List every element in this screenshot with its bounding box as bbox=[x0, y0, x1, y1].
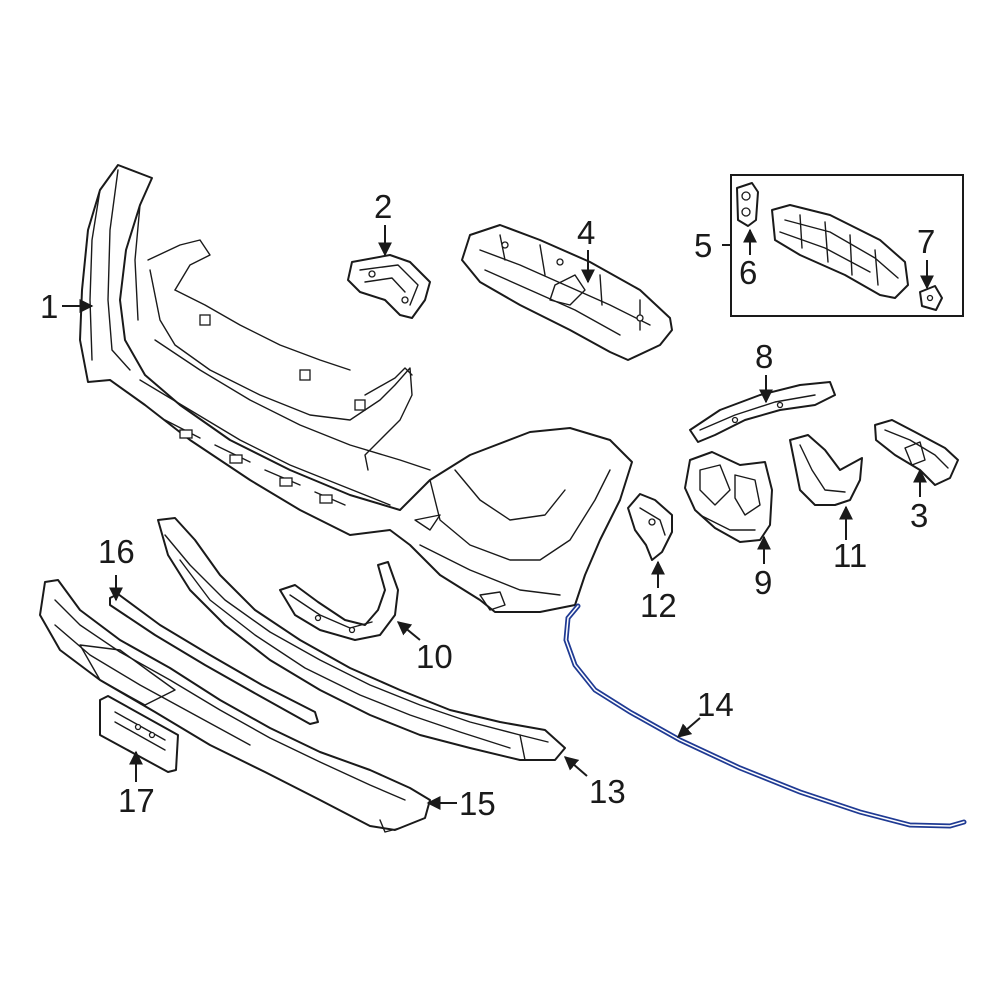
callout-2: 2 bbox=[374, 188, 392, 225]
part-5-support-bar[interactable] bbox=[771, 204, 909, 299]
callout-13: 13 bbox=[589, 773, 626, 810]
part-7-clip[interactable] bbox=[919, 285, 943, 311]
part-9-side-bracket[interactable] bbox=[684, 451, 773, 543]
part-4-upper-cover[interactable] bbox=[461, 224, 673, 361]
callout-6: 6 bbox=[739, 254, 757, 291]
part-11-bracket[interactable] bbox=[789, 434, 863, 506]
part-12-bracket[interactable] bbox=[627, 493, 673, 561]
callout-12: 12 bbox=[640, 587, 677, 624]
part-13-lower-spoiler[interactable] bbox=[157, 517, 566, 761]
callout-15: 15 bbox=[459, 785, 496, 822]
part-8-side-bracket[interactable] bbox=[689, 381, 836, 443]
callout-7: 7 bbox=[917, 223, 935, 260]
callout-9: 9 bbox=[754, 564, 772, 601]
callout-17: 17 bbox=[118, 782, 155, 819]
callout-4: 4 bbox=[577, 214, 595, 251]
part-1-bumper-frame[interactable] bbox=[79, 164, 633, 613]
part-6-clip[interactable] bbox=[736, 182, 759, 227]
part-2-bracket[interactable] bbox=[347, 254, 431, 319]
part-3-bracket[interactable] bbox=[874, 419, 959, 486]
callout-1: 1 bbox=[40, 288, 58, 325]
callout-8: 8 bbox=[755, 338, 773, 375]
callout-14: 14 bbox=[697, 686, 734, 723]
part-10-grille-insert[interactable] bbox=[279, 561, 399, 641]
callout-3: 3 bbox=[910, 497, 928, 534]
part-16-trim-strip[interactable] bbox=[109, 593, 319, 725]
part-17-license-plate-bracket[interactable] bbox=[99, 695, 179, 773]
leader-lines bbox=[62, 225, 934, 810]
callout-labels: 1 2 4 5 6 7 8 3 11 9 12 10 16 14 13 15 1… bbox=[40, 188, 935, 822]
callout-16: 16 bbox=[98, 533, 135, 570]
callout-10: 10 bbox=[416, 638, 453, 675]
part-14-molding-strip[interactable] bbox=[563, 603, 967, 829]
callout-11: 11 bbox=[833, 537, 867, 574]
callout-5: 5 bbox=[694, 227, 712, 264]
